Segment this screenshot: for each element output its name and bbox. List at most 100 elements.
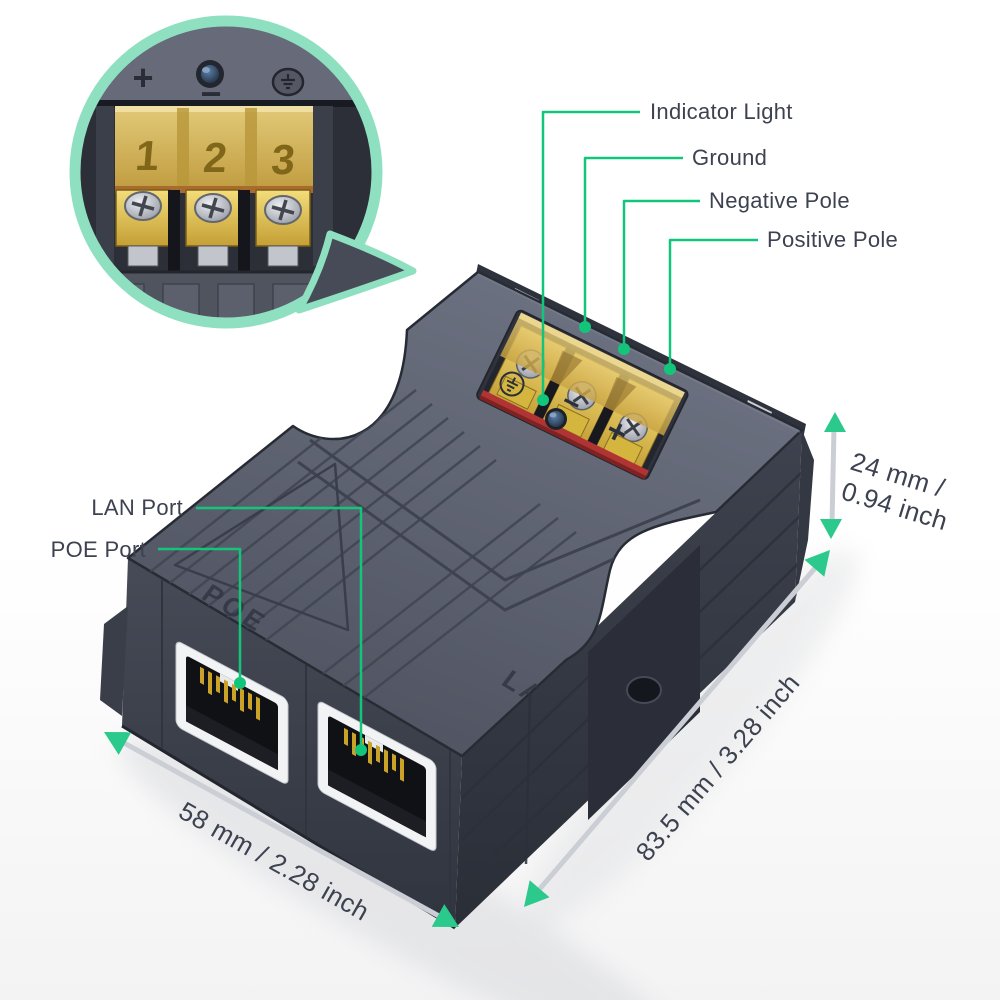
width-dimension-line bbox=[112, 735, 451, 924]
pin bbox=[240, 688, 244, 713]
callout-positive-pole: Positive Pole bbox=[767, 227, 899, 252]
poe-port-floor bbox=[186, 705, 278, 771]
cover-notch bbox=[604, 377, 637, 412]
terminal-cover-rim bbox=[518, 312, 685, 398]
arrow-downright-icon bbox=[431, 904, 459, 927]
callout-poe-port: POE Port bbox=[50, 537, 146, 562]
leader-lan-port bbox=[196, 506, 363, 748]
shadow-side bbox=[522, 548, 858, 932]
inset-cover-seam bbox=[177, 108, 189, 186]
leader-negative-pole bbox=[622, 199, 700, 347]
ground-glyph bbox=[506, 377, 519, 393]
inset-recess-lip bbox=[76, 100, 376, 107]
inset-cover-seam bbox=[245, 108, 257, 186]
wire-clamp bbox=[197, 245, 229, 267]
pin bbox=[200, 666, 204, 685]
ground-glyph bbox=[281, 74, 295, 90]
terminal-number-1: 1 bbox=[134, 132, 161, 179]
poe-port-pins bbox=[200, 666, 260, 721]
arrow-downleft-icon bbox=[524, 880, 550, 907]
inset-ground-icon bbox=[271, 67, 305, 97]
ground-icon bbox=[499, 371, 525, 397]
top-edge-highlight bbox=[477, 273, 801, 433]
arrow-up-icon bbox=[824, 412, 846, 432]
leader-lines bbox=[158, 110, 758, 748]
inset-side-tab bbox=[313, 106, 333, 266]
arrow-upleft-icon bbox=[104, 732, 132, 755]
length-dimension-line bbox=[529, 557, 825, 901]
screw-slot bbox=[131, 195, 155, 217]
device-east-edge bbox=[795, 430, 814, 602]
gasket-red-stripe bbox=[479, 389, 649, 478]
groove-line bbox=[181, 403, 433, 601]
pin bbox=[216, 675, 220, 694]
inset-terminals bbox=[115, 189, 311, 267]
dimension-lines bbox=[104, 412, 846, 927]
callout-ground: Ground bbox=[692, 145, 768, 170]
dot-indicator-light bbox=[537, 394, 549, 406]
inset-pointer-tail bbox=[295, 230, 417, 314]
height-dimension-line bbox=[829, 424, 837, 527]
gasket-red-shadow bbox=[479, 395, 647, 480]
inset-terminal-gap bbox=[168, 190, 180, 272]
inset-terminal-cover bbox=[115, 106, 313, 188]
led-highlight bbox=[549, 412, 557, 418]
inset-plus-mark: + bbox=[132, 57, 153, 98]
dot-negative-pole bbox=[618, 343, 630, 355]
groove-line bbox=[355, 531, 577, 705]
pin bbox=[256, 696, 260, 721]
callout-negative-pole: Negative Pole bbox=[709, 188, 850, 213]
chevron-line bbox=[309, 438, 701, 582]
top-triangle-groove bbox=[173, 462, 350, 632]
inset-minus-mark: − bbox=[200, 73, 221, 114]
inset-ring bbox=[69, 15, 383, 329]
pin bbox=[400, 757, 404, 782]
inset-interior: 1 2 3 bbox=[76, 22, 376, 322]
leader-poe-port bbox=[158, 547, 242, 681]
pin bbox=[248, 692, 252, 711]
inset-terminal-gap bbox=[238, 190, 250, 272]
leader-positive-pole bbox=[668, 238, 758, 367]
groove-line bbox=[245, 459, 497, 657]
arrow-down-icon bbox=[820, 519, 842, 539]
dot-ground bbox=[579, 321, 591, 333]
dot-poe-port bbox=[234, 677, 246, 689]
groove-line bbox=[337, 517, 559, 691]
side-seam-line bbox=[524, 691, 532, 865]
front-seams bbox=[161, 580, 451, 922]
pin bbox=[384, 749, 388, 774]
groove-line bbox=[229, 445, 481, 643]
front-step bbox=[100, 606, 128, 716]
callout-indicator-light: Indicator Light bbox=[650, 99, 793, 124]
screw-slot bbox=[271, 199, 295, 221]
ground-circle bbox=[271, 67, 305, 97]
body-rib bbox=[217, 283, 255, 322]
pin bbox=[344, 727, 348, 746]
groove-line bbox=[319, 503, 541, 677]
lan-port-floor bbox=[328, 769, 426, 838]
terminal-number-2: 2 bbox=[202, 134, 229, 181]
leader-dots bbox=[234, 321, 676, 756]
poe-port bbox=[175, 641, 289, 784]
inset-led-highlight bbox=[202, 67, 210, 73]
pin bbox=[368, 740, 372, 765]
arrow-upright-icon bbox=[804, 550, 830, 577]
device-render: POE LAN bbox=[100, 264, 814, 930]
callout-lan-port: LAN Port bbox=[91, 495, 183, 520]
terminal-number-3: 3 bbox=[270, 136, 297, 183]
ground-circle bbox=[499, 371, 525, 397]
dot-lan-port bbox=[355, 744, 367, 756]
pin bbox=[376, 744, 380, 763]
inset-terminal-1 bbox=[115, 189, 171, 267]
pin bbox=[208, 671, 212, 696]
detail-inset: 1 2 3 bbox=[69, 15, 417, 329]
dot-positive-pole bbox=[664, 363, 676, 375]
inset-cover-rim bbox=[115, 106, 313, 112]
screw-hole bbox=[626, 676, 662, 704]
pin bbox=[352, 732, 356, 757]
leader-ground bbox=[583, 156, 683, 325]
pin bbox=[224, 679, 228, 704]
wire-clamp bbox=[127, 245, 159, 267]
cover-notch bbox=[550, 350, 583, 385]
